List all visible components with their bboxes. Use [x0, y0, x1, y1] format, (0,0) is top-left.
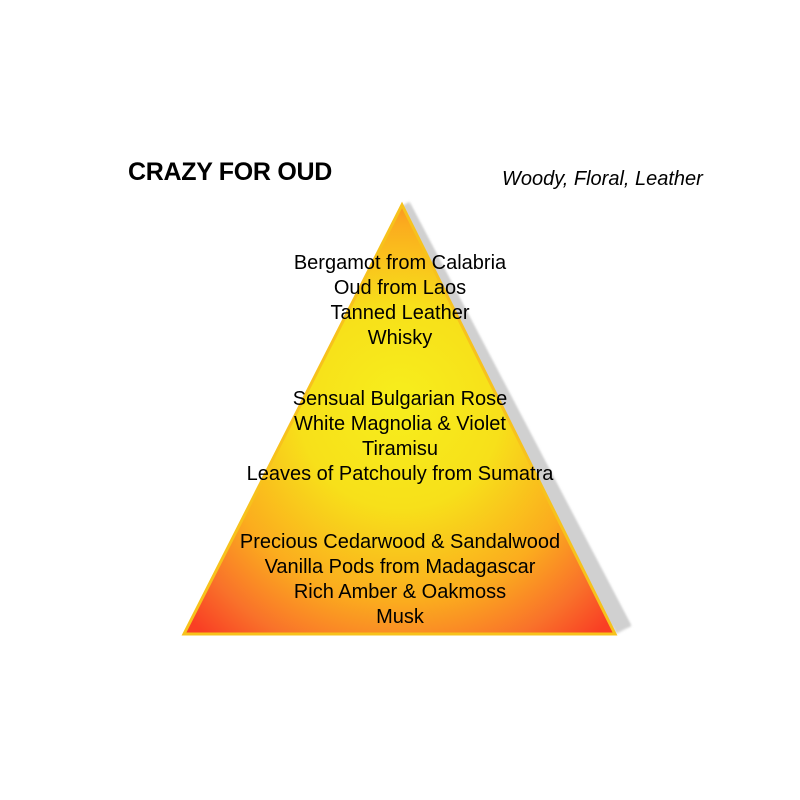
heart-note: White Magnolia & Violet — [294, 413, 506, 435]
heart-notes-list: Sensual Bulgarian Rose White Magnolia & … — [0, 387, 800, 487]
top-notes-list: Bergamot from Calabria Oud from Laos Tan… — [0, 251, 800, 351]
top-note: Tanned Leather — [330, 302, 470, 324]
top-note: Whisky — [367, 327, 433, 349]
pyramid-triangle — [181, 201, 618, 636]
fragrance-family-subtitle: Woody, Floral, Leather — [502, 168, 703, 190]
heart-note: Sensual Bulgarian Rose — [292, 388, 508, 410]
fragrance-title: CRAZY FOR OUD — [128, 158, 332, 186]
base-note: Vanilla Pods from Madagascar — [264, 556, 536, 578]
top-note: Bergamot from Calabria — [293, 252, 507, 274]
base-note: Precious Cedarwood & Sandalwood — [239, 531, 561, 553]
heart-note: Tiramisu — [362, 438, 438, 460]
base-note: Musk — [376, 606, 424, 628]
base-notes-list: Precious Cedarwood & Sandalwood Vanilla … — [0, 530, 800, 630]
base-note: Rich Amber & Oakmoss — [293, 581, 507, 603]
top-note: Oud from Laos — [333, 277, 467, 299]
heart-note: Leaves of Patchouly from Sumatra — [246, 463, 554, 485]
